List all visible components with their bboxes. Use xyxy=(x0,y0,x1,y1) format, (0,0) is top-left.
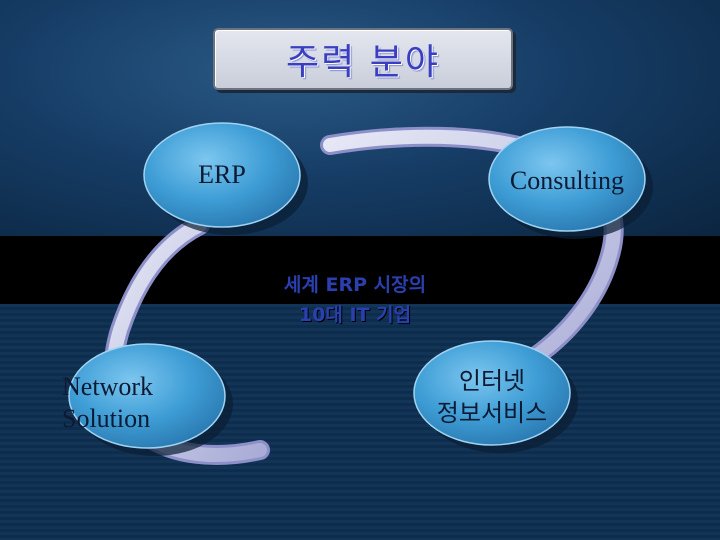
node-consulting-label: Consulting xyxy=(489,156,645,206)
node-internet-label: 인터넷 정보서비스 xyxy=(414,362,570,432)
node-label-line: Network xyxy=(62,372,153,401)
node-erp xyxy=(143,122,301,228)
node-label-line: Consulting xyxy=(509,166,625,195)
node-label-line: Solution xyxy=(62,404,151,433)
slide-title: 주력 분야 xyxy=(286,42,440,83)
node-internet xyxy=(413,340,571,446)
center-caption-line: 10대 IT 기업 xyxy=(298,304,412,326)
node-network xyxy=(68,343,226,449)
node-consulting xyxy=(488,126,646,232)
node-erp-label: ERP xyxy=(144,150,300,200)
slide-title-box: 주력 분야 xyxy=(213,28,513,90)
node-network-label: Network Solution xyxy=(62,368,202,438)
node-label-line: 정보서비스 xyxy=(436,399,548,427)
node-label-line: 인터넷 xyxy=(458,367,526,395)
center-caption: 세계 ERP 시장의 10대 IT 기업 xyxy=(240,270,470,330)
node-label-line: ERP xyxy=(198,160,246,189)
center-caption-line: 세계 ERP 시장의 xyxy=(283,274,427,296)
